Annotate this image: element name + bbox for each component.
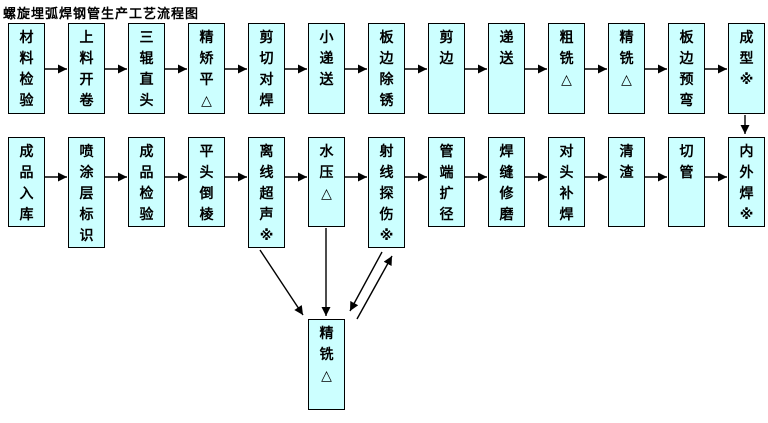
flow-step-label: 射线探伤※ bbox=[379, 144, 394, 244]
flow-step-label: 精矫平△ bbox=[199, 30, 214, 109]
flow-step-label: 平头倒棱 bbox=[199, 144, 214, 223]
flow-step-r2-12: 切管 bbox=[668, 137, 705, 227]
flow-step-label: 对头补焊 bbox=[559, 144, 574, 223]
flow-step-label: 递送 bbox=[499, 30, 514, 67]
flow-step-r2-1: 成品入库 bbox=[8, 137, 45, 227]
flow-arrow bbox=[349, 251, 383, 312]
flow-step-label: 切管 bbox=[679, 144, 694, 181]
flow-arrow bbox=[259, 249, 304, 316]
flow-step-r1-5: 剪切对焊 bbox=[248, 23, 285, 114]
flow-arrow bbox=[356, 255, 393, 320]
flow-step-label: 成型※ bbox=[739, 30, 754, 88]
flow-step-r1-9: 递送 bbox=[488, 23, 525, 114]
flow-step-label: 水压△ bbox=[319, 144, 334, 202]
flow-step-r1-7: 板边除锈 bbox=[368, 23, 405, 114]
flow-step-label: 焊缝修磨 bbox=[499, 144, 514, 223]
flow-step-rework: 精铣△ bbox=[308, 319, 345, 410]
flow-step-r2-8: 管端扩径 bbox=[428, 137, 465, 227]
flow-step-r2-11: 清渣 bbox=[608, 137, 645, 227]
flow-step-r1-12: 板边预弯 bbox=[668, 23, 705, 114]
flow-step-label: 内外焊※ bbox=[739, 144, 754, 223]
flow-step-label: 粗铣△ bbox=[559, 30, 574, 88]
flow-step-label: 剪边 bbox=[439, 30, 454, 67]
flow-step-label: 材料检验 bbox=[19, 30, 34, 109]
flow-step-label: 板边除锈 bbox=[379, 30, 394, 109]
flow-step-r2-10: 对头补焊 bbox=[548, 137, 585, 227]
flow-step-r1-2: 上料开卷 bbox=[68, 23, 105, 114]
flow-step-label: 喷涂层标识 bbox=[79, 144, 94, 244]
flow-step-r2-6: 水压△ bbox=[308, 137, 345, 227]
flow-step-r1-10: 粗铣△ bbox=[548, 23, 585, 114]
flow-step-r2-13: 内外焊※ bbox=[728, 137, 765, 227]
flow-step-label: 成品入库 bbox=[19, 144, 34, 223]
flow-step-r2-4: 平头倒棱 bbox=[188, 137, 225, 227]
flow-step-r2-2: 喷涂层标识 bbox=[68, 137, 105, 248]
flow-step-r1-3: 三辊直头 bbox=[128, 23, 165, 114]
flow-step-r2-5: 离线超声※ bbox=[248, 137, 285, 248]
flow-step-label: 离线超声※ bbox=[259, 144, 274, 244]
flow-step-r1-4: 精矫平△ bbox=[188, 23, 225, 114]
flow-step-label: 上料开卷 bbox=[79, 30, 94, 109]
flow-step-r2-3: 成品检验 bbox=[128, 137, 165, 227]
page-title: 螺旋埋弧焊钢管生产工艺流程图 bbox=[3, 7, 200, 22]
flow-step-r1-11: 精铣△ bbox=[608, 23, 645, 114]
flow-step-label: 成品检验 bbox=[139, 144, 154, 223]
flow-step-r2-7: 射线探伤※ bbox=[368, 137, 405, 248]
flow-step-label: 剪切对焊 bbox=[259, 30, 274, 109]
flow-step-label: 三辊直头 bbox=[139, 30, 154, 109]
flow-step-label: 管端扩径 bbox=[439, 144, 454, 223]
flow-step-r1-8: 剪边 bbox=[428, 23, 465, 114]
flow-step-label: 精铣△ bbox=[319, 326, 334, 384]
flow-step-r1-6: 小递送 bbox=[308, 23, 345, 114]
flow-step-label: 板边预弯 bbox=[679, 30, 694, 109]
flow-step-label: 小递送 bbox=[319, 30, 334, 88]
flow-step-r1-1: 材料检验 bbox=[8, 23, 45, 114]
flow-step-label: 精铣△ bbox=[619, 30, 634, 88]
flow-step-label: 清渣 bbox=[619, 144, 634, 181]
flow-step-r2-9: 焊缝修磨 bbox=[488, 137, 525, 227]
flow-step-r1-13: 成型※ bbox=[728, 23, 765, 114]
